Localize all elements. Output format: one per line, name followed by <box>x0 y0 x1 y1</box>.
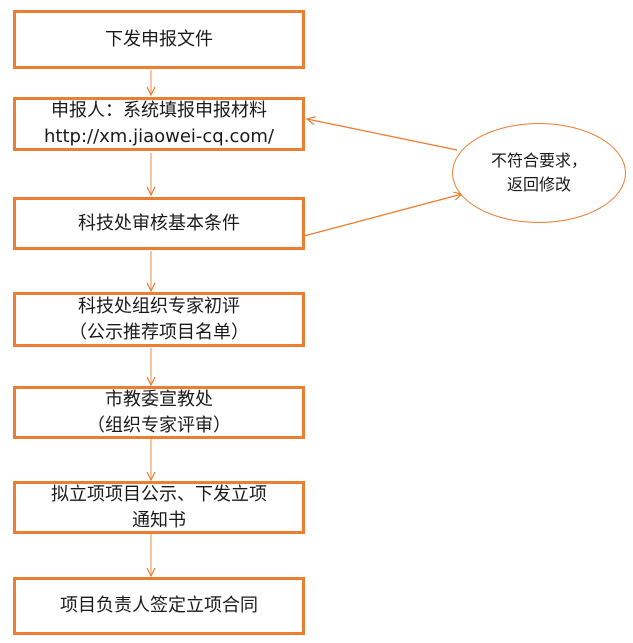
step-text: 市教委宣教处 <box>105 388 213 410</box>
step-text: （公示推荐项目名单） <box>69 321 249 343</box>
step-applicant-submit: 申报人：系统填报申报材料 http://xm.jiaowei-cq.com/ <box>13 97 305 151</box>
feedback-text: 不符合要求， <box>490 151 587 170</box>
step-text: 科技处组织专家初评 <box>78 295 240 317</box>
feedback-ellipse: 不符合要求， 返回修改 <box>452 123 626 223</box>
step-text: 科技处审核基本条件 <box>78 212 240 234</box>
step-issue-notice: 下发申报文件 <box>13 10 305 69</box>
step-text: 通知书 <box>132 509 186 531</box>
arrow-feedback-to-apply <box>307 119 458 151</box>
step-text: 项目负责人签定立项合同 <box>60 595 258 616</box>
step-project-announcement: 拟立项项目公示、下发立项 通知书 <box>13 481 305 534</box>
step-text: 下发申报文件 <box>105 28 213 50</box>
step-url: http://xm.jiaowei-cq.com/ <box>44 126 274 147</box>
step-sign-contract: 项目负责人签定立项合同 <box>13 577 305 635</box>
step-text: 申报人：系统填报申报材料 <box>51 100 267 121</box>
step-expert-initial-review: 科技处组织专家初评 （公示推荐项目名单） <box>13 292 305 347</box>
arrow-review-to-feedback <box>303 194 462 237</box>
feedback-text: 返回修改 <box>506 175 571 194</box>
step-text: （组织专家评审） <box>87 414 231 436</box>
step-text: 拟立项项目公示、下发立项 <box>51 483 267 505</box>
step-education-commission: 市教委宣教处 （组织专家评审） <box>13 386 305 439</box>
step-basic-review: 科技处审核基本条件 <box>13 197 305 250</box>
